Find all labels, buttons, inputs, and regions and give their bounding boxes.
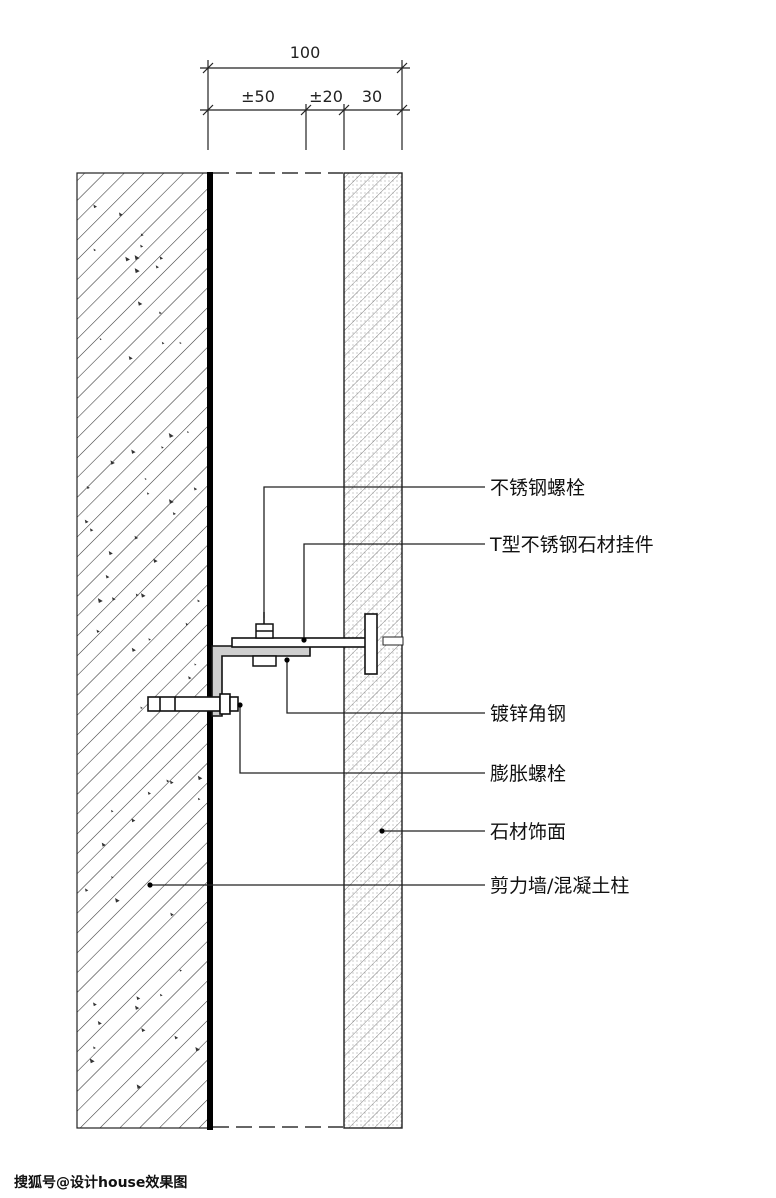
- stainless-bolt: [252, 612, 277, 667]
- label-t-hanger: T型不锈钢石材挂件: [489, 534, 654, 556]
- aggregate-speck: [170, 912, 174, 917]
- aggregate-speck: [153, 558, 158, 563]
- aggregate-speck: [135, 593, 139, 597]
- aggregate-speck: [84, 888, 89, 892]
- aggregate-speck: [197, 797, 201, 801]
- aggregate-speck: [197, 775, 203, 781]
- aggregate-speck: [111, 876, 114, 879]
- dimension-lines: [200, 60, 410, 150]
- aggregate-speck: [115, 897, 120, 903]
- aggregate-speck: [131, 818, 136, 823]
- aggregate-speck: [137, 301, 143, 306]
- aggregate-speck: [140, 244, 144, 248]
- aggregate-speck: [166, 779, 170, 783]
- aggregate-speck: [135, 1005, 140, 1010]
- aggregate-speck: [144, 477, 147, 480]
- aggregate-speck: [179, 341, 182, 344]
- aggregate-speck: [172, 512, 176, 516]
- aggregate-speck: [131, 647, 136, 652]
- aggregate-speck: [168, 499, 174, 504]
- aggregate-speck: [110, 460, 115, 465]
- aggregate-speck: [112, 597, 116, 601]
- aggregate-speck: [89, 528, 94, 532]
- aggregate-speck: [141, 1027, 146, 1032]
- label-shear-wall: 剪力墙/混凝土柱: [490, 875, 629, 897]
- aggregate-speck: [131, 449, 136, 454]
- aggregate-speck: [155, 265, 159, 269]
- label-galvanized-angle: 镀锌角钢: [490, 703, 566, 725]
- aggregate-speck: [195, 1046, 200, 1052]
- aggregate-speck: [140, 706, 143, 709]
- aggregate-speck: [168, 433, 174, 438]
- aggregate-speck: [147, 791, 151, 795]
- aggregate-speck: [84, 519, 89, 524]
- aggregate-speck: [93, 1002, 97, 1007]
- aggregate-speck: [118, 212, 123, 217]
- aggregate-speck: [86, 485, 90, 490]
- aggregate-speck: [136, 1084, 142, 1090]
- aggregate-speck: [134, 535, 139, 540]
- label-stainless-bolt: 不锈钢螺栓: [490, 477, 585, 499]
- dim-gap-tolerance: ±50: [241, 87, 275, 106]
- aggregate-speck: [146, 492, 150, 495]
- aggregate-speck: [97, 598, 103, 603]
- aggregate-speck: [193, 487, 198, 491]
- aggregate-speck: [179, 969, 182, 972]
- concrete-aggregate: [84, 204, 203, 1090]
- aggregate-speck: [134, 255, 140, 261]
- aggregate-speck: [99, 338, 102, 341]
- aggregate-speck: [161, 341, 165, 345]
- source-credit: 搜狐号@设计house效果图: [14, 1174, 187, 1191]
- aggregate-speck: [187, 430, 190, 434]
- t-hanger-head: [364, 613, 378, 675]
- aggregate-speck: [93, 248, 97, 252]
- aggregate-speck: [96, 629, 100, 633]
- aggregate-speck: [161, 446, 164, 449]
- aggregate-speck: [125, 256, 130, 262]
- aggregate-speck: [134, 268, 140, 274]
- aggregate-speck: [128, 356, 133, 360]
- aggregate-speck: [194, 663, 197, 666]
- dim-total: 100: [290, 43, 321, 62]
- aggregate-speck: [141, 593, 146, 598]
- aggregate-speck: [101, 842, 106, 847]
- aggregate-speck: [197, 599, 201, 603]
- aggregate-speck: [169, 780, 174, 785]
- leader-dots: [147, 637, 385, 888]
- aggregate-speck: [159, 256, 164, 260]
- aggregate-speck: [93, 1046, 96, 1050]
- aggregate-speck: [108, 551, 113, 556]
- aggregate-speck: [188, 676, 192, 680]
- aggregate-speck: [105, 574, 110, 579]
- aggregate-speck: [148, 638, 151, 641]
- dim-bracket-tolerance: ±20: [309, 87, 343, 106]
- aggregate-speck: [89, 1058, 95, 1064]
- aggregate-speck: [93, 204, 98, 209]
- dim-stone-thickness: 30: [362, 87, 382, 106]
- aggregate-speck: [136, 996, 141, 1001]
- aggregate-speck: [185, 622, 189, 626]
- aggregate-speck: [159, 993, 163, 997]
- aggregate-speck: [97, 1021, 102, 1026]
- aggregate-speck: [111, 809, 114, 813]
- shear-wall: [76, 172, 209, 1129]
- aggregate-speck: [174, 1035, 179, 1040]
- aggregate-speck: [159, 311, 162, 315]
- label-expansion-bolt: 膨胀螺栓: [490, 763, 566, 785]
- expansion-bolt: [147, 693, 239, 715]
- t-hanger-plate: [231, 637, 369, 648]
- aggregate-speck: [140, 233, 144, 237]
- label-stone-facing: 石材饰面: [490, 821, 566, 843]
- leader-lines: [150, 486, 485, 886]
